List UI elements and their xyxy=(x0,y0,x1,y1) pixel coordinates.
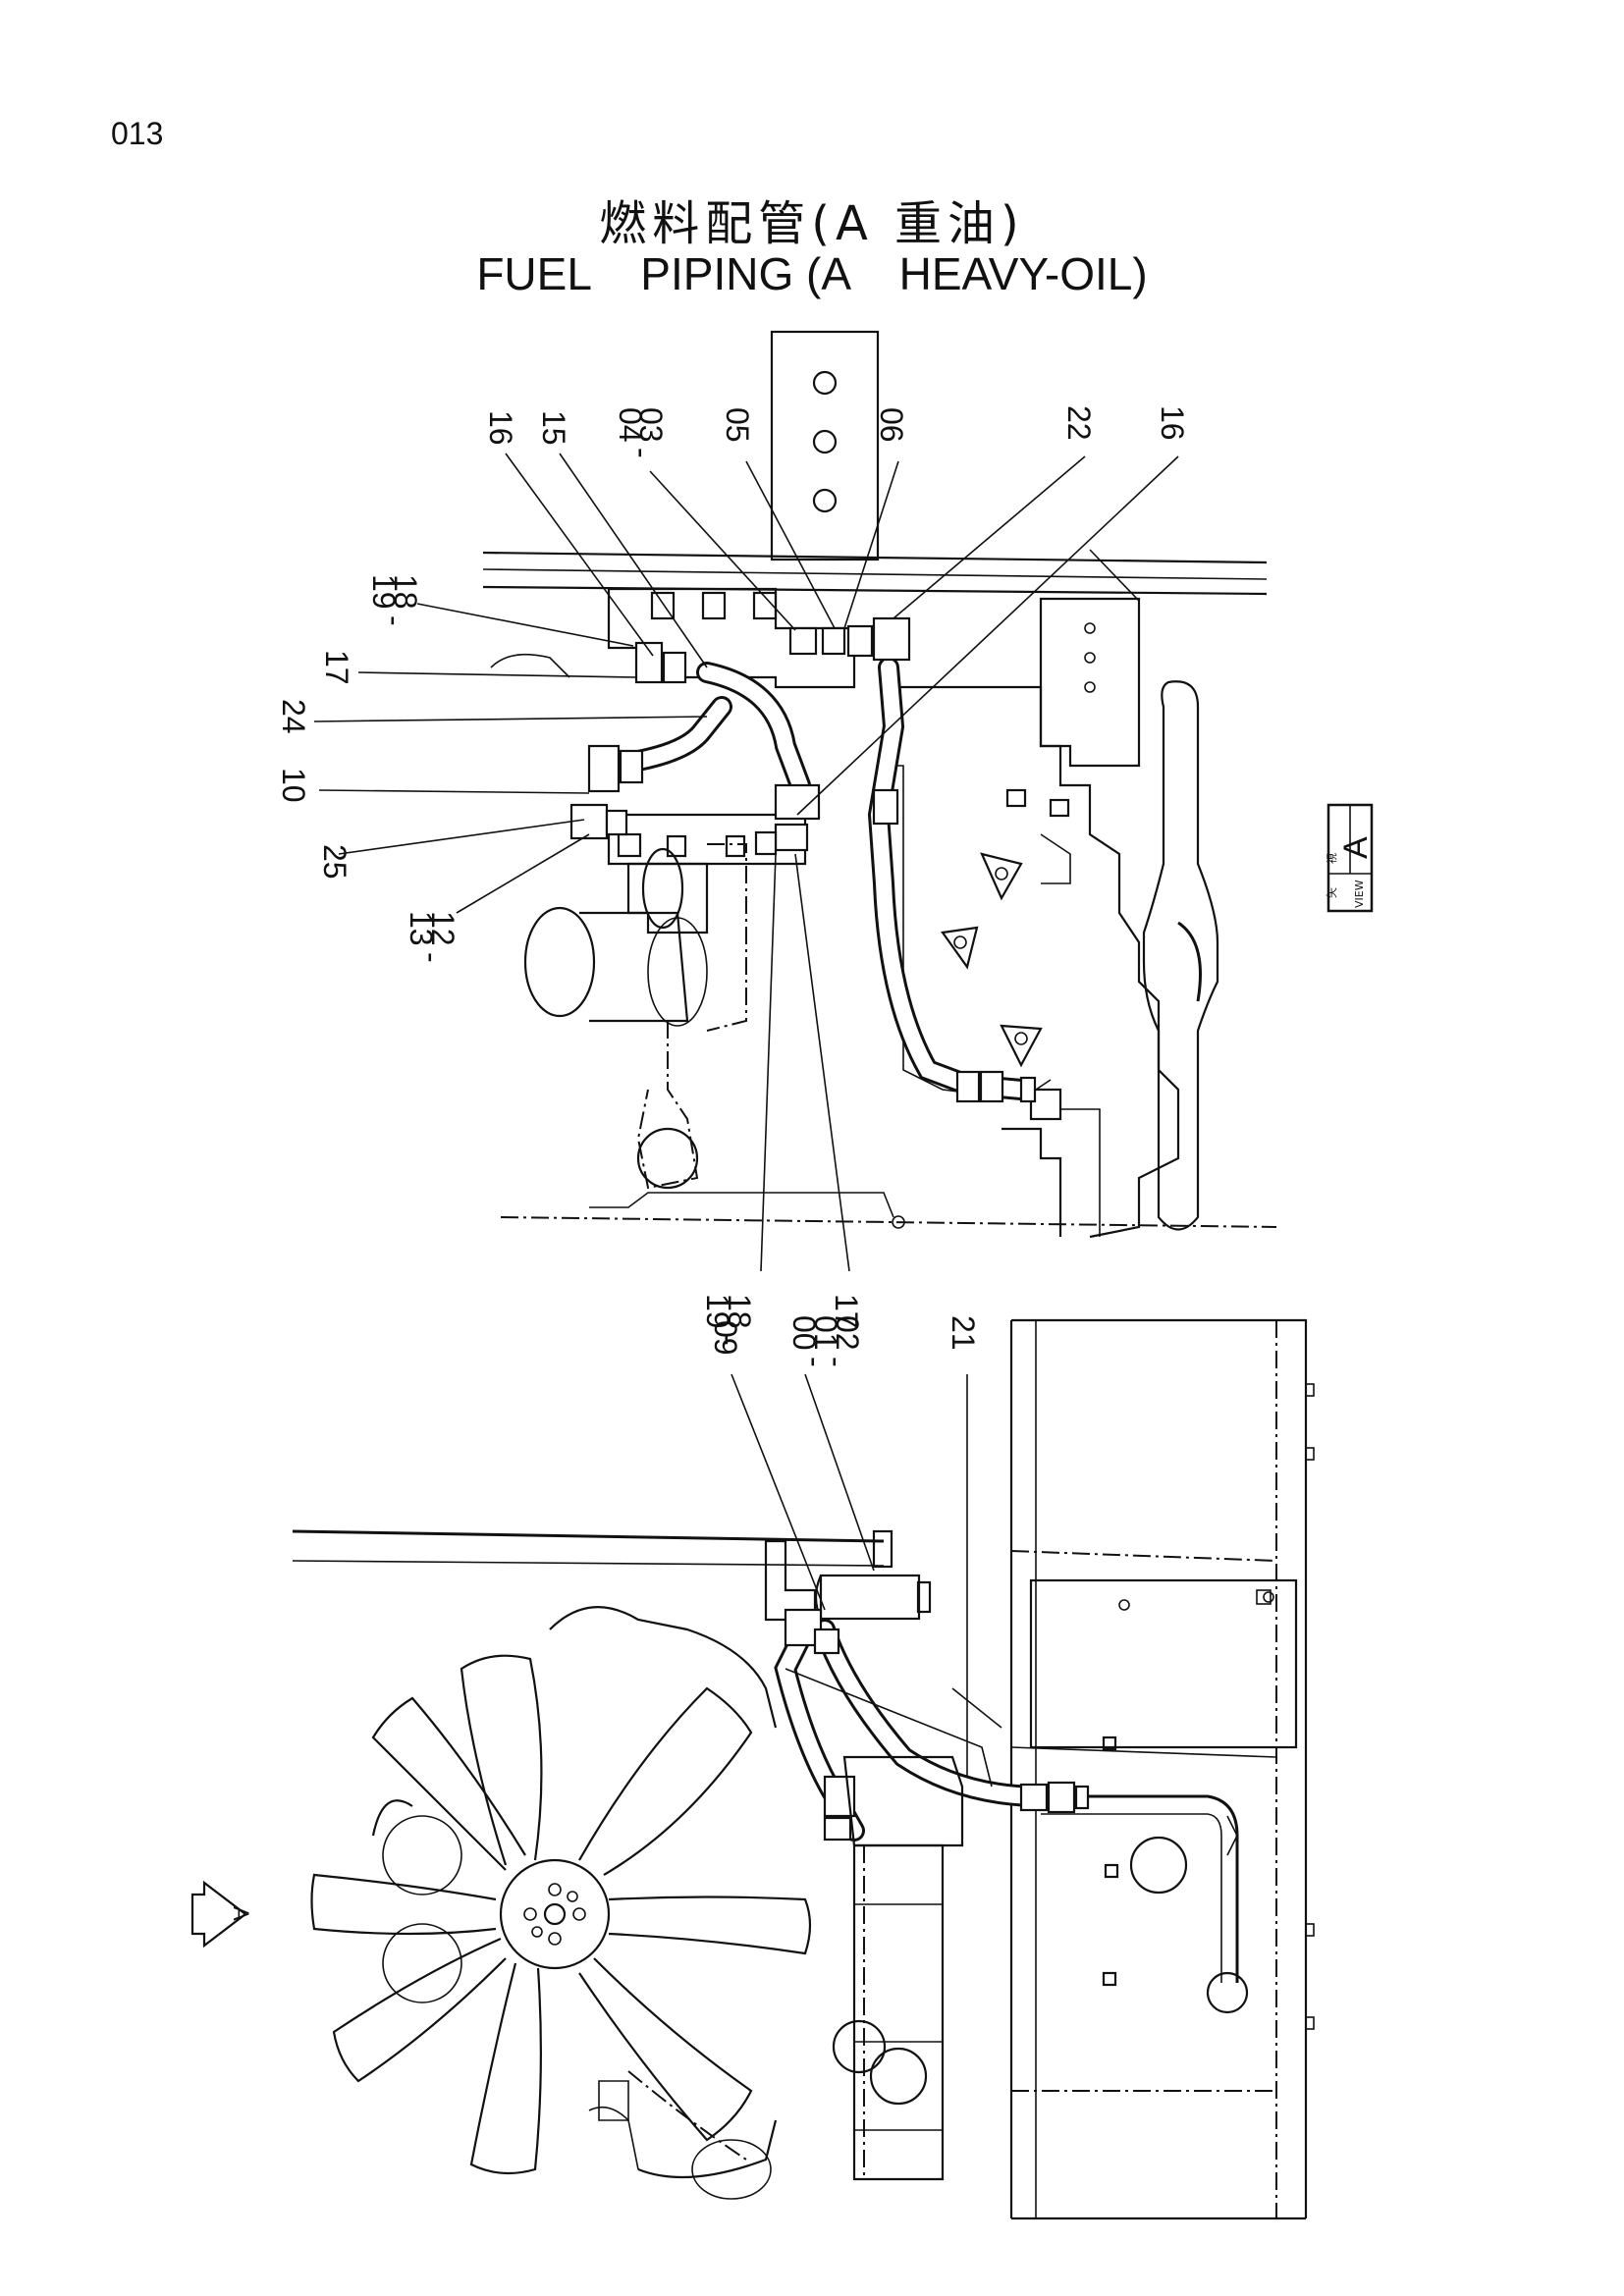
callout-dash-5: - xyxy=(797,1357,833,1367)
callout-19b: 19 xyxy=(700,1294,735,1329)
callout-16b: 16 xyxy=(1155,405,1190,441)
callout-16a: 16 xyxy=(483,410,518,446)
callout-03: 03 xyxy=(633,407,669,443)
view-box-jp-bottom: 視 xyxy=(1325,853,1338,864)
top-diagram xyxy=(313,330,1277,1272)
callout-15: 15 xyxy=(536,410,571,446)
callout-dash-2: - xyxy=(377,615,412,626)
page-number: 013 xyxy=(111,116,164,151)
callout-00: 00 xyxy=(786,1315,822,1351)
bottom-callout-labels: 09 00 - 01 - 02 21 xyxy=(708,1315,981,1367)
callout-09: 09 xyxy=(708,1320,743,1356)
callout-04: 04 xyxy=(613,407,648,443)
bottom-diagram xyxy=(292,1318,1315,2220)
callout-dash-1: - xyxy=(624,448,660,458)
callout-06: 06 xyxy=(874,407,909,443)
callout-18a: 18 xyxy=(388,574,423,610)
callout-22: 22 xyxy=(1061,405,1097,441)
top-callout-labels: 16 15 04 - 03 05 06 22 16 19 - 18 17 24 … xyxy=(276,405,1190,1346)
callout-dash-4: - xyxy=(711,1335,746,1346)
title-english: FUEL PIPING (A HEAVY-OIL) xyxy=(476,248,1148,299)
callout-17b: 17 xyxy=(829,1294,864,1329)
fan xyxy=(310,1654,812,2175)
callout-dash-3: - xyxy=(414,952,450,963)
callout-02: 02 xyxy=(830,1315,865,1351)
callout-10: 10 xyxy=(276,768,311,803)
callout-18b: 18 xyxy=(722,1294,757,1329)
callout-19a: 19 xyxy=(366,574,402,610)
view-box-en: VIEW xyxy=(1353,880,1366,908)
callout-dash-6: - xyxy=(819,1357,854,1367)
callout-25: 25 xyxy=(317,844,352,880)
view-a-label-box: 矢 視 VIEW A xyxy=(1325,803,1375,913)
view-a-arrow: A xyxy=(190,1880,253,1949)
title-japanese: 燃料配管(A 重油) xyxy=(599,196,1025,251)
view-arrow-letter: A xyxy=(229,1906,253,1921)
callout-21: 21 xyxy=(946,1315,981,1351)
callout-24: 24 xyxy=(276,699,311,734)
callout-01: 01 xyxy=(808,1315,843,1351)
view-box-letter: A xyxy=(1337,836,1375,859)
callout-12: 12 xyxy=(425,911,460,946)
callout-13: 13 xyxy=(404,911,439,946)
callout-05: 05 xyxy=(720,407,755,443)
view-box-jp-top: 矢 xyxy=(1325,887,1338,898)
callout-17a: 17 xyxy=(319,650,354,685)
